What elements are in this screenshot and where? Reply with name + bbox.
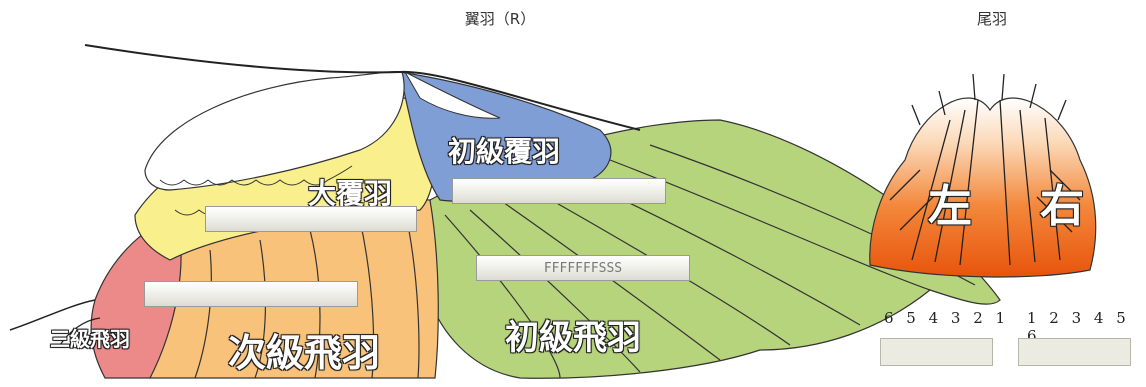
label-greater-coverts: 大覆羽 — [308, 177, 393, 210]
tail-right-label: 右 — [1040, 181, 1084, 232]
tail-left-label: 左 — [928, 181, 972, 232]
tail-right-field[interactable] — [1018, 338, 1131, 366]
tail-left-field[interactable] — [880, 338, 993, 366]
tertials-field[interactable] — [144, 281, 358, 307]
label-tertials: 三級飛羽 — [50, 327, 130, 351]
label-secondaries: 次級飛羽 — [228, 331, 381, 375]
primary-coverts-field[interactable] — [452, 178, 666, 204]
tail-diagram — [869, 73, 1097, 278]
tail-title: 尾羽 — [976, 10, 1008, 28]
greater-coverts-field[interactable] — [205, 206, 417, 232]
label-primaries: 初級飛羽 — [505, 318, 641, 358]
label-primary-coverts: 初級覆羽 — [448, 135, 561, 168]
wing-title: 翼羽（R） — [464, 10, 536, 28]
lesser-coverts-region — [144, 71, 405, 191]
tail-left-numbers: 6 5 4 3 2 1 — [884, 309, 1010, 327]
primaries-field[interactable]: FFFFFFFSSS — [476, 255, 690, 281]
tail-right-numbers: 1 2 3 4 5 6 — [1027, 309, 1130, 345]
